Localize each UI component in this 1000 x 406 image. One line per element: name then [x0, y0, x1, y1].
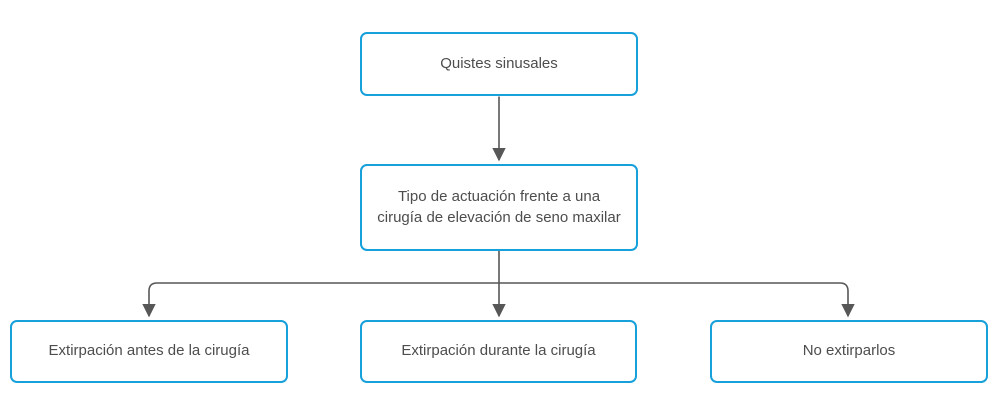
- node-label: Tipo de actuación frente a una cirugía d…: [377, 188, 621, 226]
- node-label: Extirpación durante la cirugía: [401, 342, 596, 360]
- node-label: No extirparlos: [802, 342, 896, 360]
- node-label: Extirpación antes de la cirugía: [48, 342, 250, 360]
- node-quistes-sinusales: Quistes sinusales: [360, 32, 638, 96]
- edge-decision-to-before: [142, 282, 499, 318]
- node-no-extirparlos: No extirparlos: [710, 320, 988, 383]
- node-label: Quistes sinusales: [440, 54, 558, 72]
- node-extirpacion-durante: Extirpación durante la cirugía: [360, 320, 637, 383]
- node-tipo-de-actuacion: Tipo de actuación frente a una cirugía d…: [360, 164, 638, 251]
- node-extirpacion-antes: Extirpación antes de la cirugía: [10, 320, 288, 383]
- edge-decision-to-none: [499, 282, 855, 318]
